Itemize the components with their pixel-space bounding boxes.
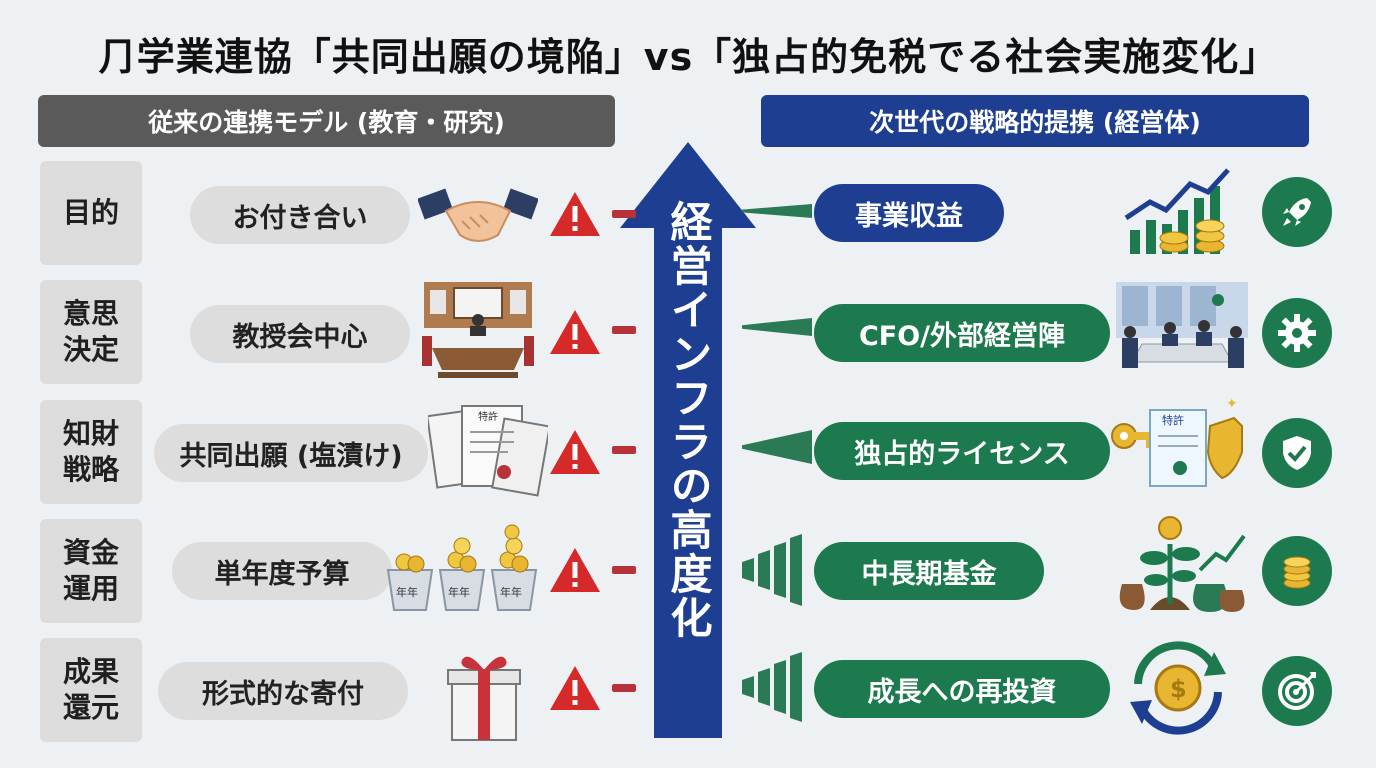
fiscal-year-label: 年年	[500, 585, 522, 599]
target-icon	[1278, 672, 1316, 710]
patent-label: 特許	[478, 410, 498, 423]
connector-green	[742, 534, 802, 606]
shield-badge	[1262, 418, 1332, 488]
connector-red	[612, 566, 636, 574]
license-key-icon: 特許 ✦	[1111, 396, 1243, 487]
money-tree-icon	[1119, 516, 1246, 612]
old-item-fund-management: 単年度予算	[172, 542, 392, 600]
meeting-room-icon	[422, 282, 534, 378]
new-item-fund-management: 中長期基金	[814, 542, 1044, 600]
old-item-ip-strategy: 共同出願 (塩漬け)	[154, 424, 428, 482]
fiscal-year-label: 年年	[448, 585, 470, 599]
handshake-icon	[418, 188, 538, 242]
svg-text:✦: ✦	[1226, 396, 1238, 412]
gear-icon	[1278, 314, 1316, 352]
arrow-label: 経営インフラの高度化	[642, 200, 734, 720]
header-traditional-model: 従来の連携モデル (教育・研究)	[38, 95, 615, 147]
boardroom-icon	[1116, 282, 1248, 368]
header-next-gen-alliance: 次世代の戦略的提携 (経営体)	[761, 95, 1309, 147]
rocket-icon	[1283, 198, 1311, 226]
fiscal-year-label: 年年	[396, 585, 418, 599]
rocket-badge	[1262, 177, 1332, 247]
growth-chart-icon	[1124, 168, 1230, 254]
warning-icon	[550, 192, 600, 236]
coin-buckets-icon: 年年 年年 年年	[386, 524, 538, 611]
new-item-decision: CFO/外部経営陣	[814, 304, 1110, 362]
target-badge	[1262, 656, 1332, 726]
row-label-purpose: 目的	[40, 161, 142, 265]
svg-text:$: $	[1170, 675, 1187, 703]
page-title: ⺆学業連協「共同出願の境陥」vs「独占的免税でる社会実施変化」	[97, 35, 1279, 79]
arrow-label-text: 経営インフラの高度化	[664, 200, 713, 640]
old-item-results-return: 形式的な寄付	[158, 662, 408, 720]
central-arrow	[620, 142, 756, 738]
connector-red	[612, 446, 636, 454]
warning-icon	[550, 430, 600, 474]
gift-box-icon	[447, 656, 521, 741]
warning-icon	[550, 666, 600, 710]
reinvest-cycle-icon: $	[1130, 641, 1226, 735]
row-label-decision: 意思 決定	[40, 280, 142, 384]
row-label-ip-strategy: 知財 戦略	[40, 400, 142, 504]
coin-stack-icon	[1283, 556, 1311, 589]
connector-red	[612, 326, 636, 334]
shield-check-icon	[1283, 436, 1311, 470]
gear-badge	[1262, 298, 1332, 368]
new-item-ip-strategy: 独占的ライセンス	[814, 422, 1110, 480]
row-label-results-return: 成果 還元	[40, 638, 142, 742]
new-item-purpose: 事業収益	[814, 184, 1004, 242]
old-item-purpose: お付き合い	[190, 186, 410, 244]
connector-green	[742, 652, 802, 722]
coin-badge	[1262, 536, 1332, 606]
patent-label: 特許	[1162, 413, 1184, 427]
patent-documents-icon: 特許	[428, 405, 548, 497]
new-item-results-return: 成長への再投資	[814, 660, 1110, 718]
warning-icon	[550, 548, 600, 592]
row-label-fund-management: 資金 運用	[40, 519, 142, 623]
connector-red	[612, 684, 636, 692]
warning-icon	[550, 310, 600, 354]
connector-red	[612, 210, 636, 218]
old-item-decision: 教授会中心	[190, 305, 410, 363]
